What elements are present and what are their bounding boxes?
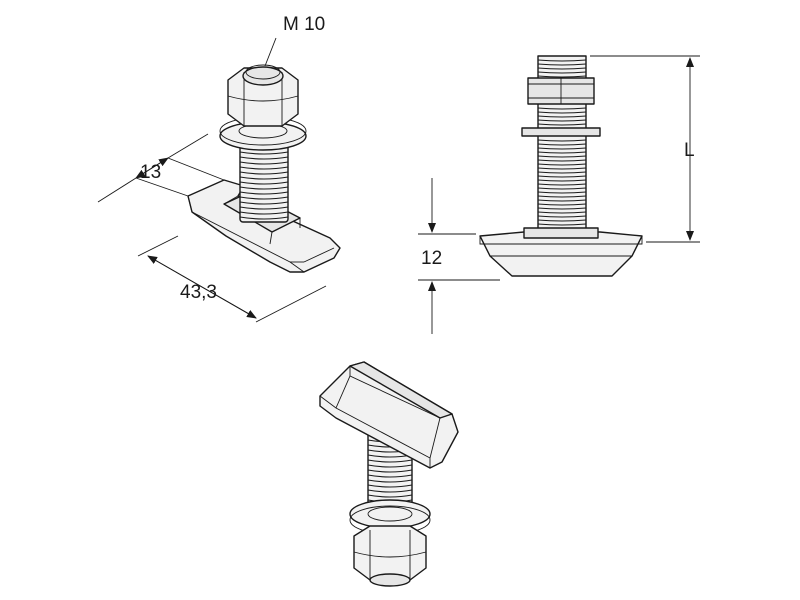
bolt-length-label: L [684, 140, 695, 161]
thread-line [537, 75, 587, 78]
thread-line [537, 139, 587, 142]
bottom-hex-nut [353, 525, 427, 587]
thread-line [367, 484, 413, 488]
thread-line [239, 171, 289, 175]
thread-line [367, 474, 413, 478]
dimension-13: 13 [97, 133, 225, 203]
thread-line [239, 181, 289, 185]
thread-line [537, 123, 587, 126]
thread-line [537, 119, 587, 122]
thread-line [239, 161, 289, 165]
thread-line [537, 215, 587, 218]
thread-line [537, 211, 587, 214]
side-view-right: L 12 [418, 55, 700, 334]
side-hammer-head [479, 227, 643, 277]
thread-line [537, 171, 587, 174]
thread-line [239, 191, 289, 195]
thread-line [537, 187, 587, 190]
thread-line [367, 459, 413, 463]
thread-line [537, 163, 587, 166]
thread-line [239, 201, 289, 205]
thread-line [537, 203, 587, 206]
isometric-view-bottom [319, 361, 459, 587]
length-label: 43,3 [180, 282, 217, 303]
thread-line [537, 59, 587, 62]
dimension-12: 12 [418, 178, 500, 334]
dimension-l: L [590, 55, 700, 243]
thread-line [537, 179, 587, 182]
height-label: 12 [421, 248, 442, 269]
width-label: 13 [140, 162, 161, 183]
thread-line [537, 111, 587, 114]
thread-line [537, 71, 587, 74]
thread-line [239, 206, 289, 210]
thread-line [537, 147, 587, 150]
thread-line [239, 196, 289, 200]
hex-nut [227, 64, 299, 127]
side-threads [537, 59, 587, 226]
thread-line [537, 199, 587, 202]
side-washer [521, 127, 601, 137]
dimension-43-3: 43,3 [137, 235, 327, 323]
thread-line [239, 186, 289, 190]
thread-line [537, 151, 587, 154]
thread-line [537, 219, 587, 222]
thread-line [537, 63, 587, 66]
thread-line [239, 211, 289, 215]
thread-line [367, 469, 413, 473]
thread-line [367, 464, 413, 468]
thread-line [239, 216, 289, 220]
thread-line [537, 155, 587, 158]
thread-line [537, 107, 587, 110]
thread-line [537, 159, 587, 162]
thread-line [537, 207, 587, 210]
thread-size-label: M 10 [283, 14, 325, 35]
thread-line [239, 156, 289, 160]
thread-line [537, 167, 587, 170]
thread-line [537, 175, 587, 178]
thread-line [367, 494, 413, 498]
bottom-washer [349, 499, 431, 535]
thread-line [367, 489, 413, 493]
isometric-view-top-left: M 10 13 43,3 [97, 14, 341, 323]
thread-line [537, 223, 587, 226]
thread-line [367, 479, 413, 483]
thread-line [537, 143, 587, 146]
thread-line [537, 67, 587, 70]
thread-line [537, 183, 587, 186]
thread-line [239, 176, 289, 180]
thread-line [537, 191, 587, 194]
thread-line [537, 115, 587, 118]
thread-line [239, 151, 289, 155]
thread-line [239, 166, 289, 170]
thread-line [537, 195, 587, 198]
bottom-hammer-head [319, 361, 459, 469]
dimension-m10: M 10 [264, 14, 325, 67]
